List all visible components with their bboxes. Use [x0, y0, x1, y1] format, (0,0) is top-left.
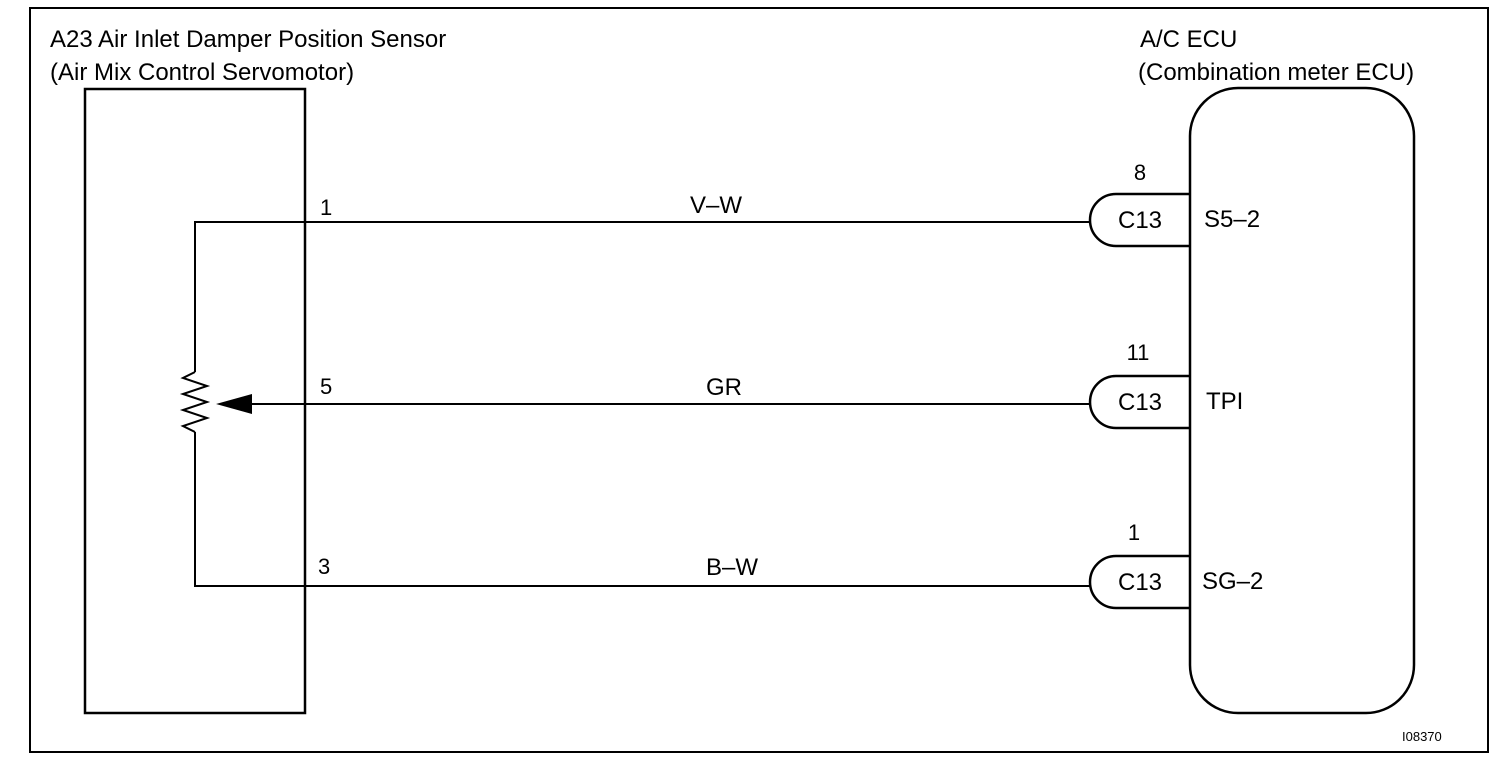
ecu-pin-1: 1: [1128, 520, 1140, 545]
sensor-pin-5: 5: [320, 374, 332, 399]
connector-label: C13: [1118, 569, 1162, 596]
connector-c13-pin8: [1088, 192, 1190, 248]
pot-bottom-lead: [194, 432, 305, 587]
ecu-pin-11: 11: [1127, 340, 1150, 365]
terminal-sg-2: SG–2: [1202, 568, 1263, 595]
resistor-icon: [179, 371, 211, 433]
ecu-title-line1: A/C ECU: [1140, 26, 1237, 53]
ecu-title-line2: (Combination meter ECU): [1138, 59, 1414, 86]
connector-label: C13: [1118, 389, 1162, 416]
sensor-title-line2: (Air Mix Control Servomotor): [50, 59, 354, 86]
wiper-arrow-icon: [216, 394, 252, 414]
terminal-s5-2: S5–2: [1204, 206, 1260, 233]
sensor-pin-1: 1: [320, 195, 332, 220]
connector-c13-pin1: [1088, 554, 1190, 610]
figure-id: I08370: [1402, 729, 1442, 744]
sensor-title-line1: A23 Air Inlet Damper Position Sensor: [50, 26, 446, 53]
terminal-tpi: TPI: [1206, 388, 1243, 415]
connector-label: C13: [1118, 207, 1162, 234]
wire-color-b-w: B–W: [706, 554, 758, 581]
sensor-box: [83, 87, 307, 715]
ecu-pin-8: 8: [1134, 160, 1146, 185]
wire-color-gr: GR: [706, 374, 742, 401]
sensor-pin-3: 3: [318, 554, 330, 579]
ecu-box: [1188, 86, 1416, 715]
diagram-frame: [29, 7, 1489, 753]
connector-c13-pin11: [1088, 374, 1190, 430]
wire-color-v-w: V–W: [690, 192, 742, 219]
pot-top-lead: [194, 221, 305, 372]
